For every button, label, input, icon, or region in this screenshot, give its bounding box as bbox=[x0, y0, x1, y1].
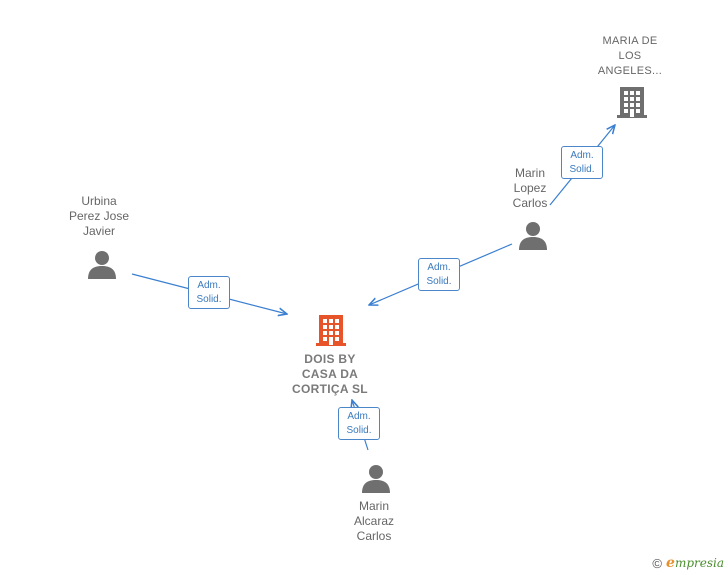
building-icon-main[interactable] bbox=[314, 313, 348, 347]
company-label-maria[interactable]: MARIA DE LOS ANGELES... bbox=[597, 35, 663, 77]
brand-name: mpresia bbox=[674, 556, 724, 570]
badge-line-1: Adm. bbox=[570, 150, 594, 161]
footer-brand: © empresia bbox=[652, 555, 724, 571]
badge-line-2: Solid. bbox=[569, 164, 595, 175]
brand-logo[interactable]: empresia bbox=[666, 555, 724, 571]
badge-line-2: Solid. bbox=[196, 294, 222, 305]
badge-line-1: Adm. bbox=[427, 262, 451, 273]
badge-line-1: Adm. bbox=[347, 411, 371, 422]
copyright-symbol: © bbox=[652, 555, 663, 571]
badge-line-2: Solid. bbox=[346, 425, 372, 436]
edge-badge-lopez-maria[interactable]: Adm. Solid. bbox=[561, 146, 603, 179]
edge-badge-urbina[interactable]: Adm. Solid. bbox=[188, 276, 230, 309]
edge-badge-lopez-dois[interactable]: Adm. Solid. bbox=[418, 258, 460, 291]
badge-line-2: Solid. bbox=[426, 276, 452, 287]
brand-initial: e bbox=[666, 555, 675, 571]
person-icon[interactable] bbox=[517, 220, 549, 250]
edge-badge-alcaraz[interactable]: Adm. Solid. bbox=[338, 407, 380, 440]
person-label-alcaraz[interactable]: Marin Alcaraz Carlos bbox=[353, 499, 394, 543]
badge-line-1: Adm. bbox=[197, 280, 221, 291]
person-icon[interactable] bbox=[360, 463, 392, 493]
building-icon[interactable] bbox=[615, 85, 649, 119]
person-label-lopez[interactable]: Marin Lopez Carlos bbox=[512, 166, 548, 210]
company-label-dois[interactable]: DOIS BY CASA DA CORTIÇA SL bbox=[292, 352, 368, 396]
person-icon[interactable] bbox=[86, 249, 118, 279]
person-label-urbina[interactable]: Urbina Perez Jose Javier bbox=[68, 194, 130, 238]
